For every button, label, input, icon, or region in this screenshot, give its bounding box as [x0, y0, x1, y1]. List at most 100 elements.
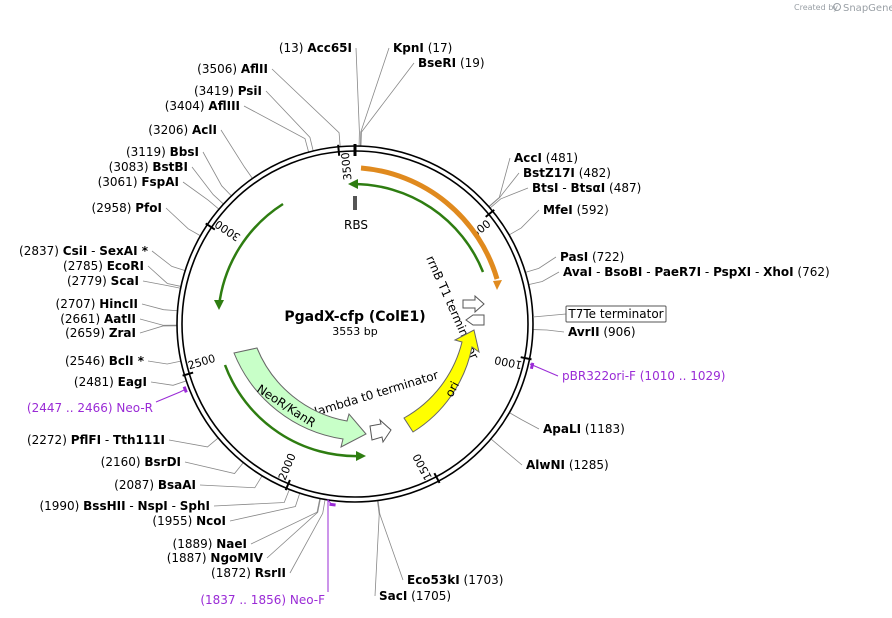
- tick-label: 2500: [186, 352, 217, 372]
- enzyme-name: RsrII: [255, 566, 286, 580]
- restriction-site-label: MfeI (592): [543, 203, 609, 217]
- site-leader: [528, 271, 560, 285]
- site-leader: [168, 437, 219, 448]
- restriction-site-label: (1889) NaeI: [173, 537, 247, 551]
- enzyme-name: NspI: [138, 499, 168, 513]
- enzyme-name: PsiI: [238, 84, 262, 98]
- tick-mark: [337, 144, 341, 156]
- primer-annotations: pBR322ori-F (1010 .. 1029)(1837 .. 1856)…: [27, 362, 725, 607]
- separator: -: [101, 433, 113, 447]
- site-leader: [509, 412, 540, 430]
- site-leader: [151, 250, 186, 271]
- restriction-site-label: (2272) PflFI - Tth111I: [27, 433, 165, 447]
- primer-range: (1837 .. 1856): [200, 593, 290, 607]
- separator: -: [559, 181, 571, 195]
- rbs-label: RBS: [344, 218, 368, 232]
- site-leader: [220, 129, 253, 179]
- enzyme-name: BstZ17I: [523, 166, 575, 180]
- site-leader: [525, 256, 557, 273]
- site-leader: [271, 68, 341, 147]
- restriction-site-label: BtsI - BtsαI (487): [532, 181, 641, 195]
- enzyme-name: BsoBI: [604, 265, 642, 279]
- enzyme-name: BtsαI: [570, 181, 605, 195]
- site-position: (2837): [19, 244, 63, 258]
- site-position: (1872): [211, 566, 255, 580]
- site-leader: [489, 187, 529, 209]
- site-leader: [142, 280, 181, 289]
- separator: -: [751, 265, 763, 279]
- orf-green-arrowhead-bottom: [356, 451, 366, 461]
- orf-arcs: [214, 165, 502, 461]
- site-leader: [289, 499, 326, 574]
- separator: -: [701, 265, 713, 279]
- orf-orange-arrowhead: [493, 280, 502, 290]
- restriction-site-label: (2958) PfoI: [92, 201, 162, 215]
- enzyme-name: BsrDI: [144, 455, 181, 469]
- enzyme-name: BbsI: [170, 145, 199, 159]
- site-leader: [213, 489, 290, 507]
- site-leader: [165, 207, 201, 237]
- snapgene-logo-icon: [833, 3, 841, 11]
- site-leader: [150, 380, 187, 386]
- enzyme-name: PfoI: [135, 201, 162, 215]
- site-leader: [359, 47, 390, 147]
- primer-mark: [329, 502, 336, 507]
- enzyme-name: EcoRI: [107, 259, 144, 273]
- enzyme-name: SacI: [379, 589, 407, 603]
- restriction-site-label: AlwNI (1285): [526, 458, 609, 472]
- credit-prefix: Created by: [794, 3, 838, 12]
- restriction-site-label: BstZ17I (482): [523, 166, 611, 180]
- restriction-site-label: PasI (722): [560, 250, 624, 264]
- primer-label: (2447 .. 2466) Neo-R: [27, 401, 153, 415]
- tick-label: 1000: [493, 353, 523, 371]
- site-leader: [202, 151, 232, 197]
- enzyme-name: PflFI: [71, 433, 101, 447]
- enzyme-name: AatII: [104, 312, 136, 326]
- site-position: (2272): [27, 433, 71, 447]
- enzyme-name: XhoI: [763, 265, 794, 279]
- restriction-site-label: (1990) BssHII - NspI - SphI: [39, 499, 210, 513]
- restriction-site-label: (2481) EagI: [74, 375, 147, 389]
- t7te-label: T7Te terminator: [567, 307, 663, 321]
- site-position: (19): [456, 56, 484, 70]
- site-leader: [139, 318, 178, 326]
- restriction-site-label: (3206) AclI: [148, 123, 217, 137]
- tick-label: 3500: [339, 152, 355, 181]
- tick-label: 3000: [212, 217, 242, 243]
- enzyme-name: NaeI: [216, 537, 247, 551]
- enzyme-name: ScaI: [111, 274, 139, 288]
- primer-name: pBR322ori-F: [562, 369, 636, 383]
- enzyme-name: AvaI: [563, 265, 592, 279]
- tick-mark: [205, 222, 216, 231]
- ori-feature: ori: [403, 329, 480, 433]
- site-leader: [147, 265, 182, 287]
- enzyme-name: AlwNI: [526, 458, 565, 472]
- site-position: (906): [600, 325, 636, 339]
- site-position: (1703): [460, 573, 504, 587]
- enzyme-name: SphI: [180, 499, 210, 513]
- restriction-site-label: (2785) EcoRI: [63, 259, 144, 273]
- site-position: (762): [794, 265, 830, 279]
- orf-orange-arc: [360, 165, 500, 280]
- tick-mark: [182, 371, 194, 377]
- site-leader: [191, 166, 224, 205]
- site-leader: [184, 461, 244, 474]
- enzyme-name: PspXI: [713, 265, 751, 279]
- site-position: (481): [542, 151, 578, 165]
- orf-green-arc-bottom: [223, 364, 363, 458]
- site-position: (3419): [194, 84, 238, 98]
- site-position: (1887): [167, 551, 211, 565]
- site-position: (2087): [114, 478, 158, 492]
- site-position: (2661): [60, 312, 104, 326]
- separator: -: [642, 265, 654, 279]
- t7te-terminator: T7Te terminator: [532, 305, 667, 323]
- primer-leader: [529, 363, 559, 377]
- site-position: (3404): [165, 99, 209, 113]
- site-position: (2160): [101, 455, 145, 469]
- enzyme-name: PaeR7I: [654, 265, 701, 279]
- restriction-site-label: AvaI - BsoBI - PaeR7I - PspXI - XhoI (76…: [563, 265, 830, 279]
- restriction-site-label: (2661) AatII: [60, 312, 136, 326]
- enzyme-name: SexAI *: [99, 244, 148, 258]
- site-position: (592): [573, 203, 609, 217]
